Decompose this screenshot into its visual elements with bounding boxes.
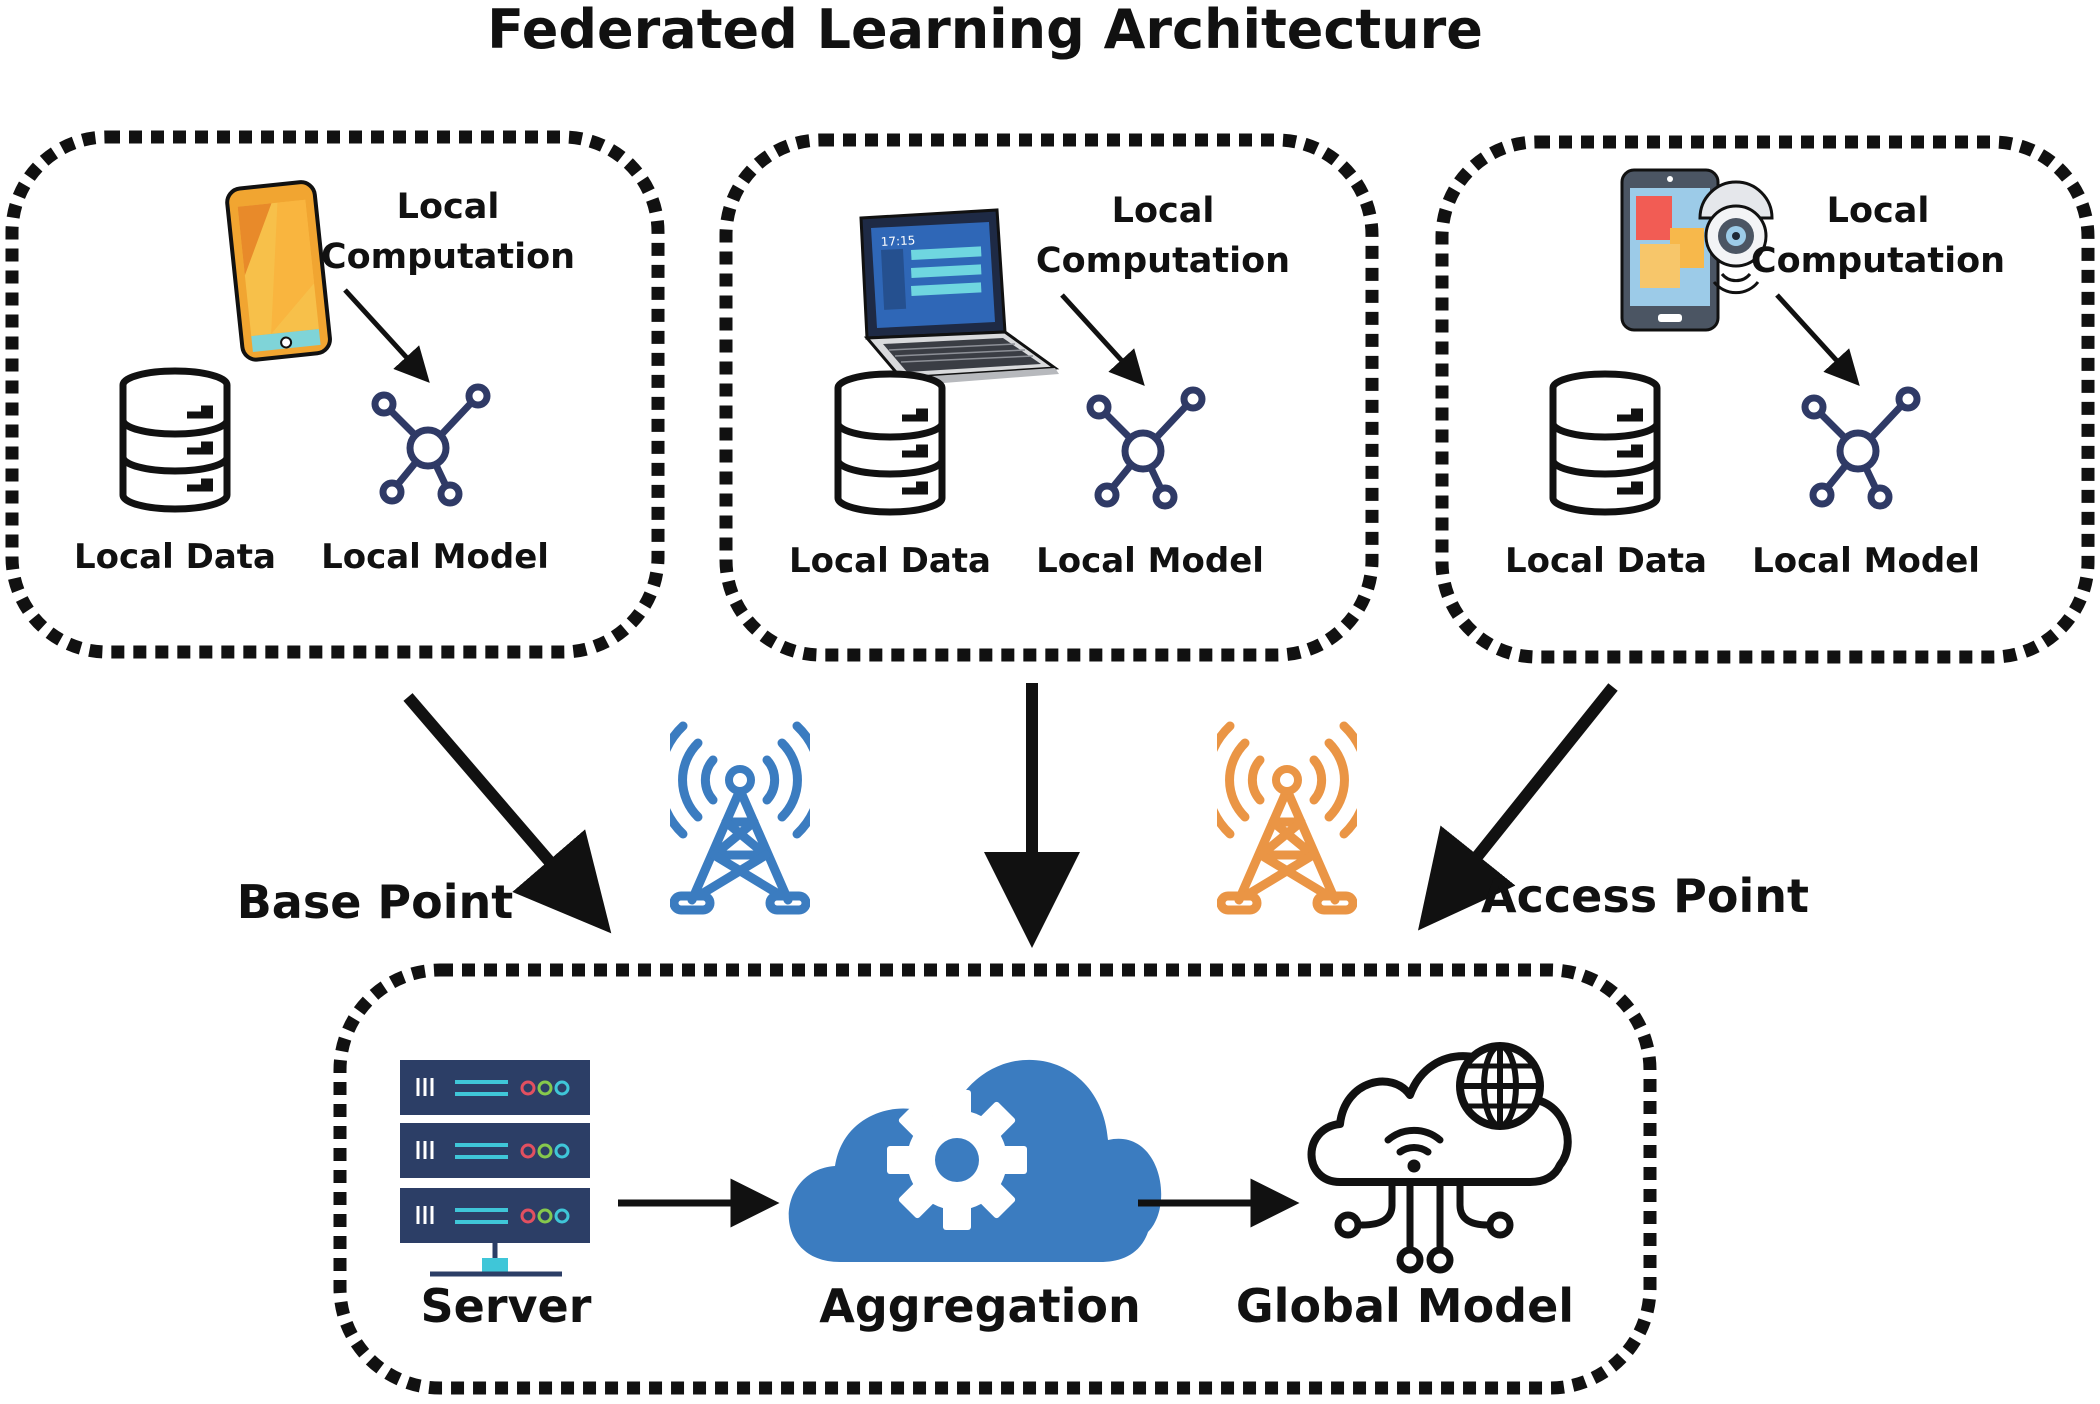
client-3-computation-label-line2: Computation: [1751, 241, 2005, 281]
upload-arrows: [403, 683, 1618, 948]
base-point-label: Base Point: [237, 875, 514, 929]
page-title: Federated Learning Architecture: [487, 0, 1483, 61]
server-rack-icon: [400, 1060, 590, 1277]
client-box-1: Local Computation Local Data Local Model: [5, 130, 665, 659]
arrow-client-1-to-server: [403, 693, 612, 934]
client-3-database-icon: [1553, 374, 1657, 512]
client-2-dotted-border: [719, 133, 1379, 662]
client-3-local-model-icon: [1805, 390, 1917, 506]
client-1-local-data-label: Local Data: [74, 537, 276, 577]
laptop-screen-clock: 17:15: [880, 233, 915, 249]
client-1-computation-label-line1: Local: [397, 187, 500, 227]
aggregation-label: Aggregation: [819, 1279, 1140, 1333]
client-3-dotted-border: [1435, 135, 2095, 664]
server-box: Server Aggregation Global Model: [333, 963, 1657, 1395]
laptop-icon: 17:15: [859, 208, 1060, 386]
client-2-local-model-icon: [1090, 390, 1202, 506]
client-box-3: Local Computation Local Data Local Model: [1435, 135, 2095, 664]
client-box-2: 17:15 Local Computation Local Data Local…: [719, 133, 1379, 662]
cloud-network-globe-icon: [1307, 1042, 1572, 1274]
global-model-label: Global Model: [1236, 1279, 1574, 1333]
client-1-computation-label-line2: Computation: [321, 237, 575, 277]
access-point-label: Access Point: [1481, 869, 1809, 923]
client-2-computation-arrow: [1060, 293, 1145, 386]
client-1-local-model-icon: [375, 387, 487, 503]
client-1-local-model-label: Local Model: [321, 537, 549, 577]
server-box-dotted-border: [333, 963, 1657, 1395]
smartphone-icon: [225, 180, 332, 362]
client-2-database-icon: [838, 374, 942, 512]
client-2-local-model-label: Local Model: [1036, 541, 1264, 581]
client-3-computation-arrow: [1775, 293, 1860, 386]
client-3-local-model-label: Local Model: [1752, 541, 1980, 581]
client-1-computation-arrow: [343, 288, 430, 383]
arrow-client-3-to-server: [1417, 683, 1618, 931]
client-3-computation-label-line1: Local: [1827, 191, 1930, 231]
client-2-computation-label-line2: Computation: [1036, 241, 1290, 281]
client-1-database-icon: [123, 371, 227, 509]
client-1-dotted-border: [5, 130, 665, 659]
smart-home-camera-icon: [1620, 168, 1774, 332]
access-point-tower-icon: [1207, 726, 1368, 910]
client-3-local-data-label: Local Data: [1505, 541, 1707, 581]
client-2-computation-label-line1: Local: [1112, 191, 1215, 231]
client-2-local-data-label: Local Data: [789, 541, 991, 581]
server-label: Server: [421, 1279, 592, 1333]
base-point-tower-icon: [660, 726, 821, 910]
cloud-gear-icon: [788, 1059, 1162, 1262]
